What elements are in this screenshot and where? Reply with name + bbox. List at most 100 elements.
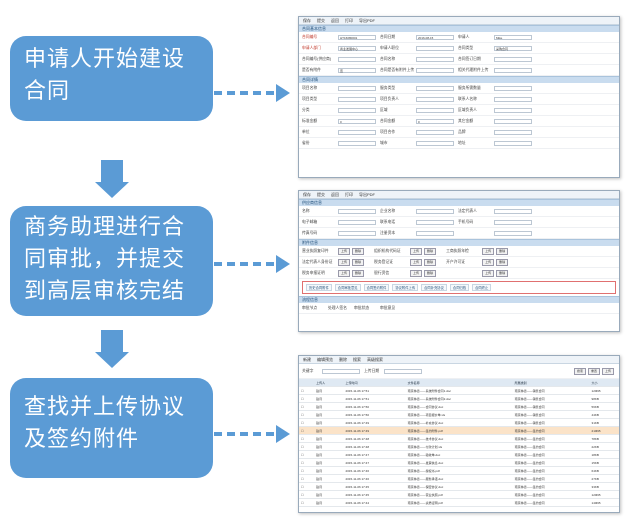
- row-checkbox[interactable]: ☐: [299, 466, 315, 475]
- field-input[interactable]: [494, 56, 532, 62]
- field-input[interactable]: 0: [416, 118, 454, 124]
- upload-button[interactable]: 上传: [601, 367, 614, 375]
- field-input[interactable]: [416, 107, 454, 113]
- field-input[interactable]: [494, 118, 532, 124]
- tab-6[interactable]: 合同终止: [472, 284, 492, 291]
- row-checkbox[interactable]: ☐: [299, 394, 315, 403]
- search-input[interactable]: [322, 368, 360, 374]
- tab-2[interactable]: 合同签约附件: [363, 284, 390, 291]
- field-input[interactable]: [338, 107, 376, 113]
- upload-button[interactable]: 上传: [338, 258, 351, 266]
- toolbar-delete[interactable]: 删除: [339, 356, 347, 362]
- upload-button[interactable]: 上传: [410, 269, 423, 277]
- upload-button[interactable]: 上传: [338, 269, 351, 277]
- row-checkbox[interactable]: ☐: [299, 426, 315, 435]
- field-input[interactable]: 2016-08-15: [416, 34, 454, 40]
- toolbar-print[interactable]: 打印: [345, 17, 353, 23]
- row-checkbox[interactable]: ☐: [299, 474, 315, 483]
- field-input[interactable]: [416, 85, 454, 91]
- field-input[interactable]: [416, 219, 454, 225]
- field-input[interactable]: [416, 67, 454, 73]
- field-input[interactable]: [338, 219, 376, 225]
- field-input[interactable]: 采购合同: [494, 45, 532, 51]
- field-input[interactable]: [338, 85, 376, 91]
- tab-1[interactable]: 合同审批意见: [334, 284, 361, 291]
- delete-button[interactable]: 删除: [496, 258, 509, 266]
- field-input[interactable]: [494, 85, 532, 91]
- delete-button[interactable]: 删除: [496, 269, 509, 277]
- toolbar-submit[interactable]: 提交: [317, 17, 325, 23]
- upload-button[interactable]: 上传: [482, 247, 495, 255]
- field-input[interactable]: HT16080001: [338, 34, 376, 40]
- tab-3[interactable]: 协议附件上传: [392, 284, 419, 291]
- tab-0[interactable]: 历史合同附件: [306, 284, 332, 291]
- toolbar-search[interactable]: 搜索: [353, 356, 361, 362]
- upload-button[interactable]: 上传: [338, 247, 351, 255]
- upload-button[interactable]: 上传: [410, 247, 423, 255]
- row-checkbox[interactable]: ☐: [299, 498, 315, 507]
- delete-button[interactable]: 删除: [352, 258, 365, 266]
- field-input[interactable]: [416, 230, 454, 236]
- toolbar-advanced-search[interactable]: 高级搜索: [367, 356, 383, 362]
- field-input[interactable]: [338, 129, 376, 135]
- delete-button[interactable]: 删除: [424, 247, 437, 255]
- delete-button[interactable]: 删除: [496, 247, 509, 255]
- field-input[interactable]: [338, 208, 376, 214]
- toolbar-save[interactable]: 保存: [303, 17, 311, 23]
- field-input[interactable]: [494, 107, 532, 113]
- field-input[interactable]: 否: [338, 67, 376, 73]
- field-input[interactable]: [494, 96, 532, 102]
- toolbar-preview[interactable]: 编辑预览: [317, 356, 333, 362]
- field-input[interactable]: [494, 219, 532, 225]
- field-input[interactable]: [338, 56, 376, 62]
- row-checkbox[interactable]: ☐: [299, 442, 315, 451]
- row-checkbox[interactable]: ☐: [299, 482, 315, 491]
- field-input[interactable]: [338, 140, 376, 146]
- toolbar-save[interactable]: 保存: [303, 191, 311, 197]
- delete-button[interactable]: 删除: [424, 258, 437, 266]
- toolbar-print[interactable]: 打印: [345, 191, 353, 197]
- field-input[interactable]: [416, 56, 454, 62]
- field-input[interactable]: [416, 96, 454, 102]
- field-input[interactable]: [494, 140, 532, 146]
- field-input[interactable]: [494, 208, 532, 214]
- toolbar-pdf[interactable]: 导出PDF: [359, 191, 375, 197]
- row-checkbox[interactable]: ☐: [299, 434, 315, 443]
- reset-button[interactable]: 重置: [587, 367, 600, 375]
- toolbar-back[interactable]: 返回: [331, 191, 339, 197]
- toolbar-submit[interactable]: 提交: [317, 191, 325, 197]
- upload-button[interactable]: 上传: [482, 269, 495, 277]
- field-input[interactable]: [494, 129, 532, 135]
- toolbar-new[interactable]: 新建: [303, 356, 311, 362]
- tab-5[interactable]: 合同归档: [449, 284, 470, 291]
- toolbar-pdf[interactable]: 导出PDF: [359, 17, 375, 23]
- tab-4[interactable]: 合同补充协议: [421, 284, 447, 291]
- field-input[interactable]: [416, 129, 454, 135]
- field-input[interactable]: [416, 208, 454, 214]
- checkbox-header[interactable]: [299, 379, 315, 387]
- row-checkbox[interactable]: ☐: [299, 458, 315, 467]
- row-checkbox[interactable]: ☐: [299, 410, 315, 419]
- field-input[interactable]: [338, 230, 376, 236]
- row-checkbox[interactable]: ☐: [299, 402, 315, 411]
- row-checkbox[interactable]: ☐: [299, 386, 315, 395]
- field-input[interactable]: 商业发展中心: [338, 45, 376, 51]
- field-input[interactable]: [338, 96, 376, 102]
- field-input[interactable]: Mike: [494, 34, 532, 40]
- delete-button[interactable]: 删除: [352, 269, 365, 277]
